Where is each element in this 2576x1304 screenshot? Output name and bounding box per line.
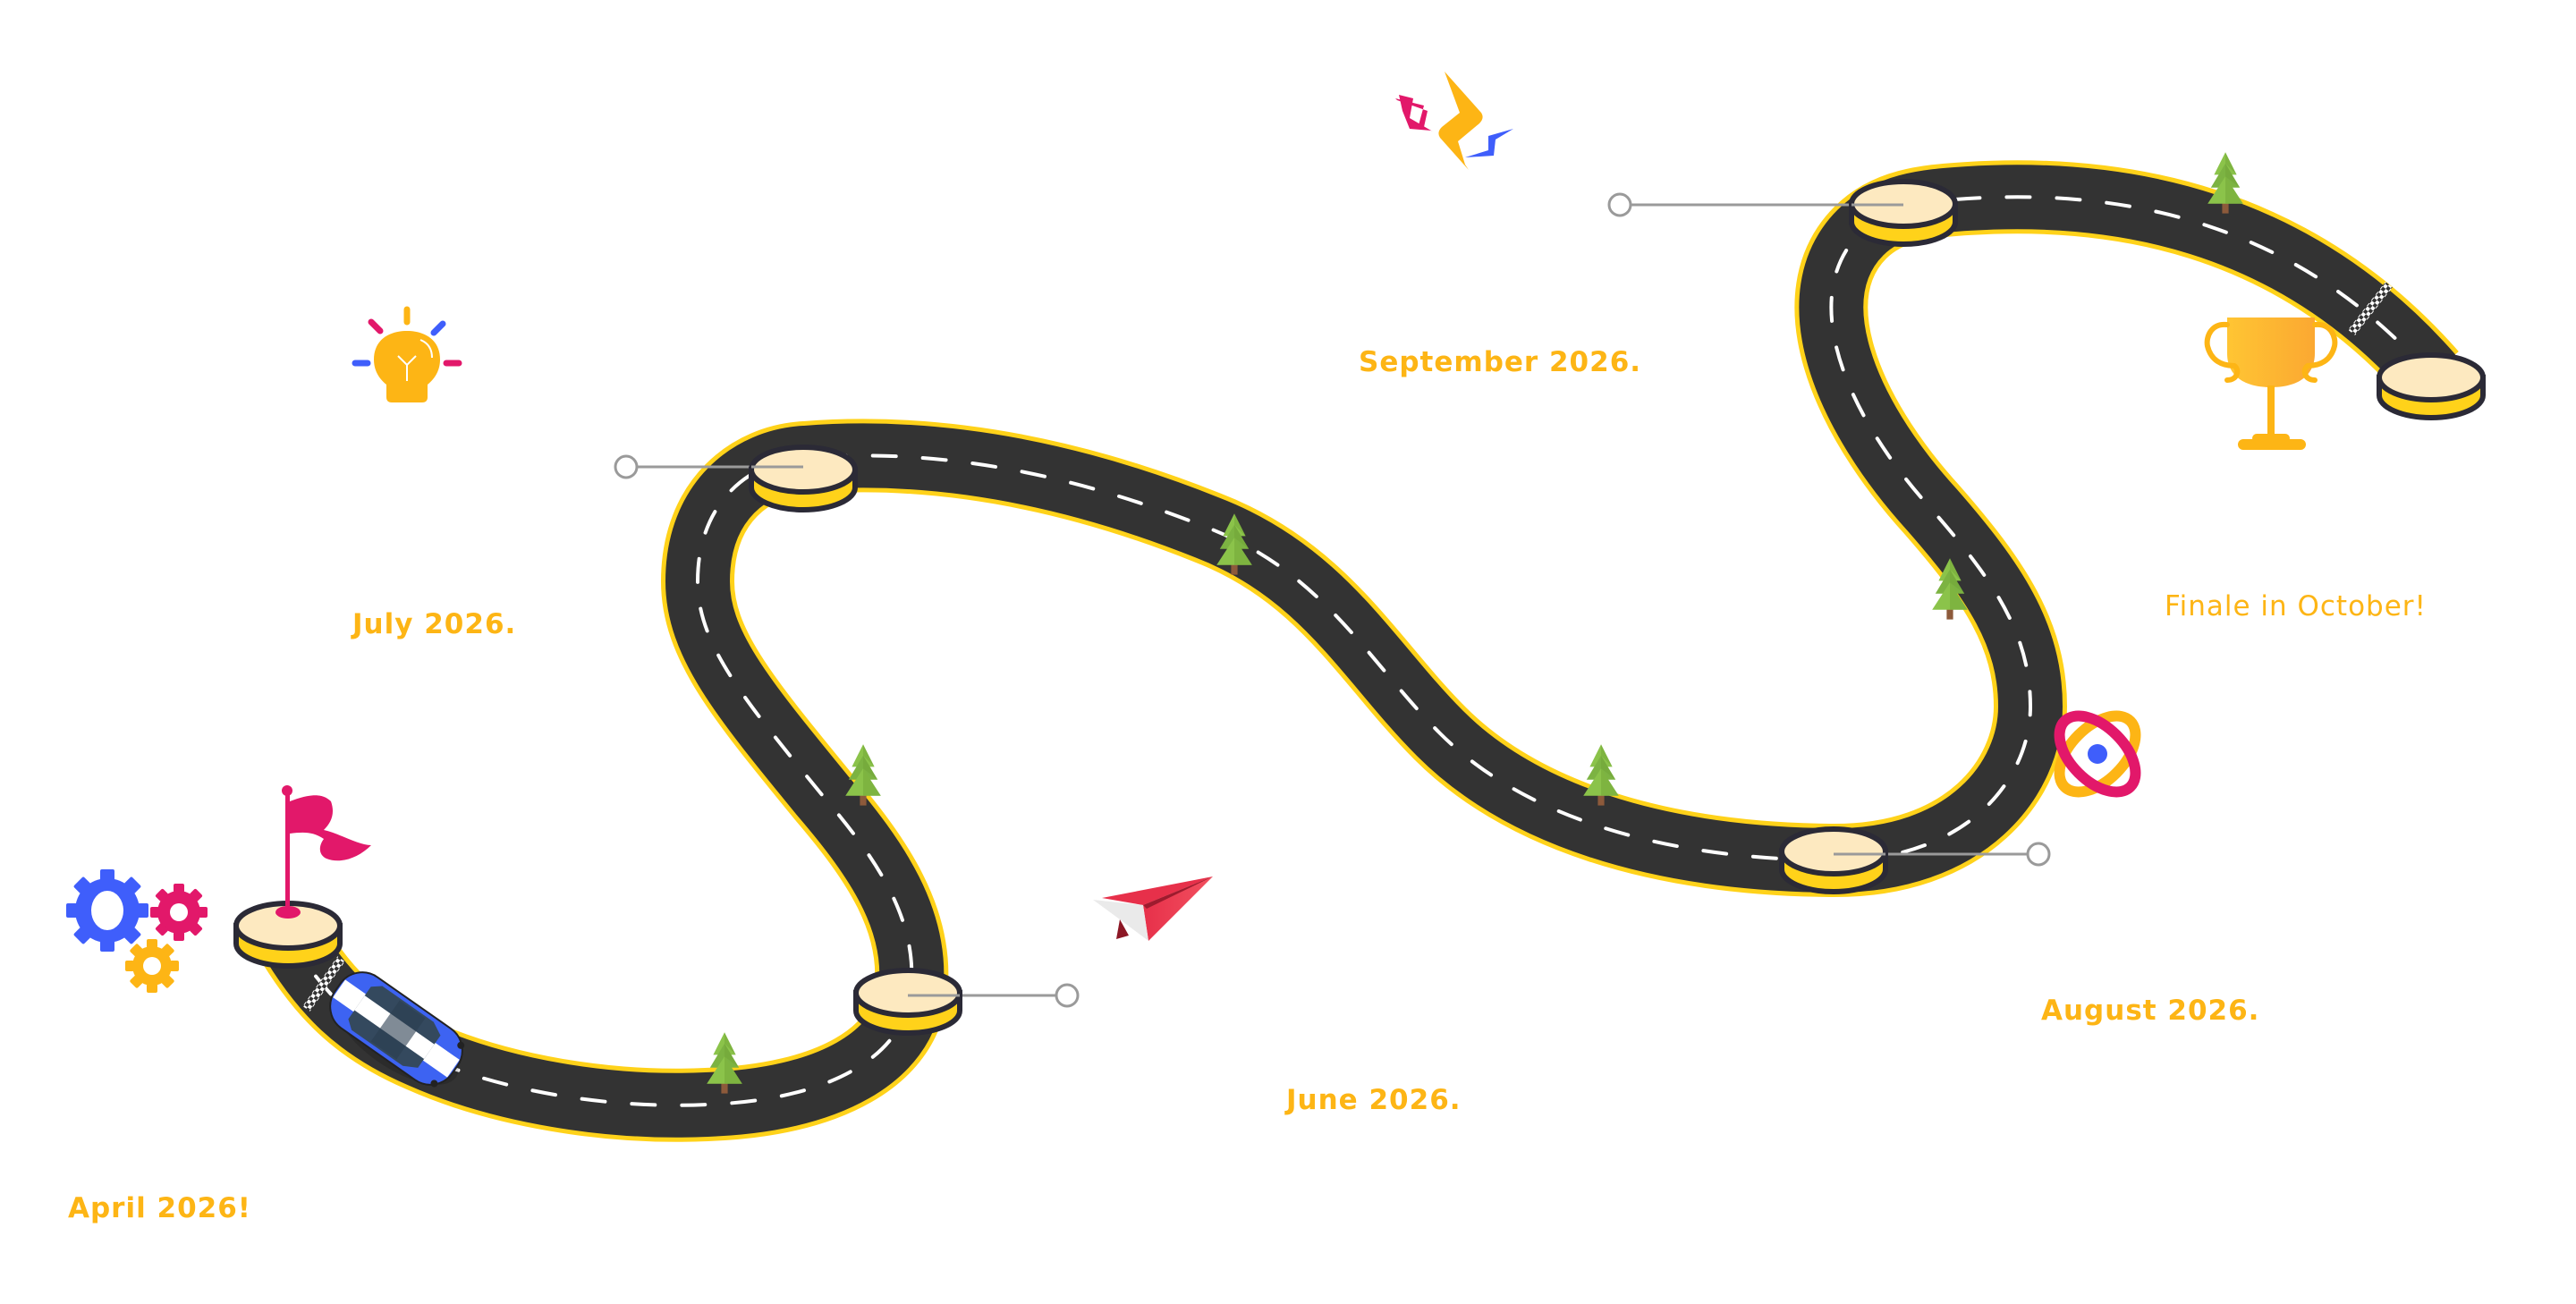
milestone-label-april: April 2026! [68,1192,251,1224]
paper-plane-icon [1093,876,1213,941]
pad-october[interactable] [2377,352,2486,420]
pad-july[interactable] [749,445,858,512]
road-surface [259,165,2456,1138]
milestone-label-july: July 2026. [352,608,517,640]
milestone-label-september: September 2026. [1359,346,1642,378]
pad-june[interactable] [853,968,962,1036]
finish-line [2348,282,2393,335]
milestone-pads [233,179,2486,1036]
pad-august[interactable] [1779,826,1888,894]
lightbulb-icon [352,306,462,402]
milestone-label-august: August 2026. [2041,995,2260,1027]
milestone-label-october: Finale in October! [2165,590,2427,622]
race-car-icon [329,971,465,1088]
lightning-icon [1395,72,1513,170]
atom-icon [2054,710,2141,798]
connector-node-september[interactable] [1607,192,1632,217]
road [256,160,2459,1142]
trophy-icon [2204,318,2338,450]
flag-icon [275,785,371,919]
start-line [302,956,345,1012]
pad-september[interactable] [1849,179,1958,247]
milestone-label-june: June 2026. [1286,1084,1462,1116]
road-lane-markings [286,195,2433,1107]
connector-node-august[interactable] [2026,842,2051,867]
pad-start[interactable] [233,901,343,969]
connector-node-july[interactable] [614,454,639,479]
connector-node-june[interactable] [1055,983,1080,1008]
gears-icon [66,869,208,993]
